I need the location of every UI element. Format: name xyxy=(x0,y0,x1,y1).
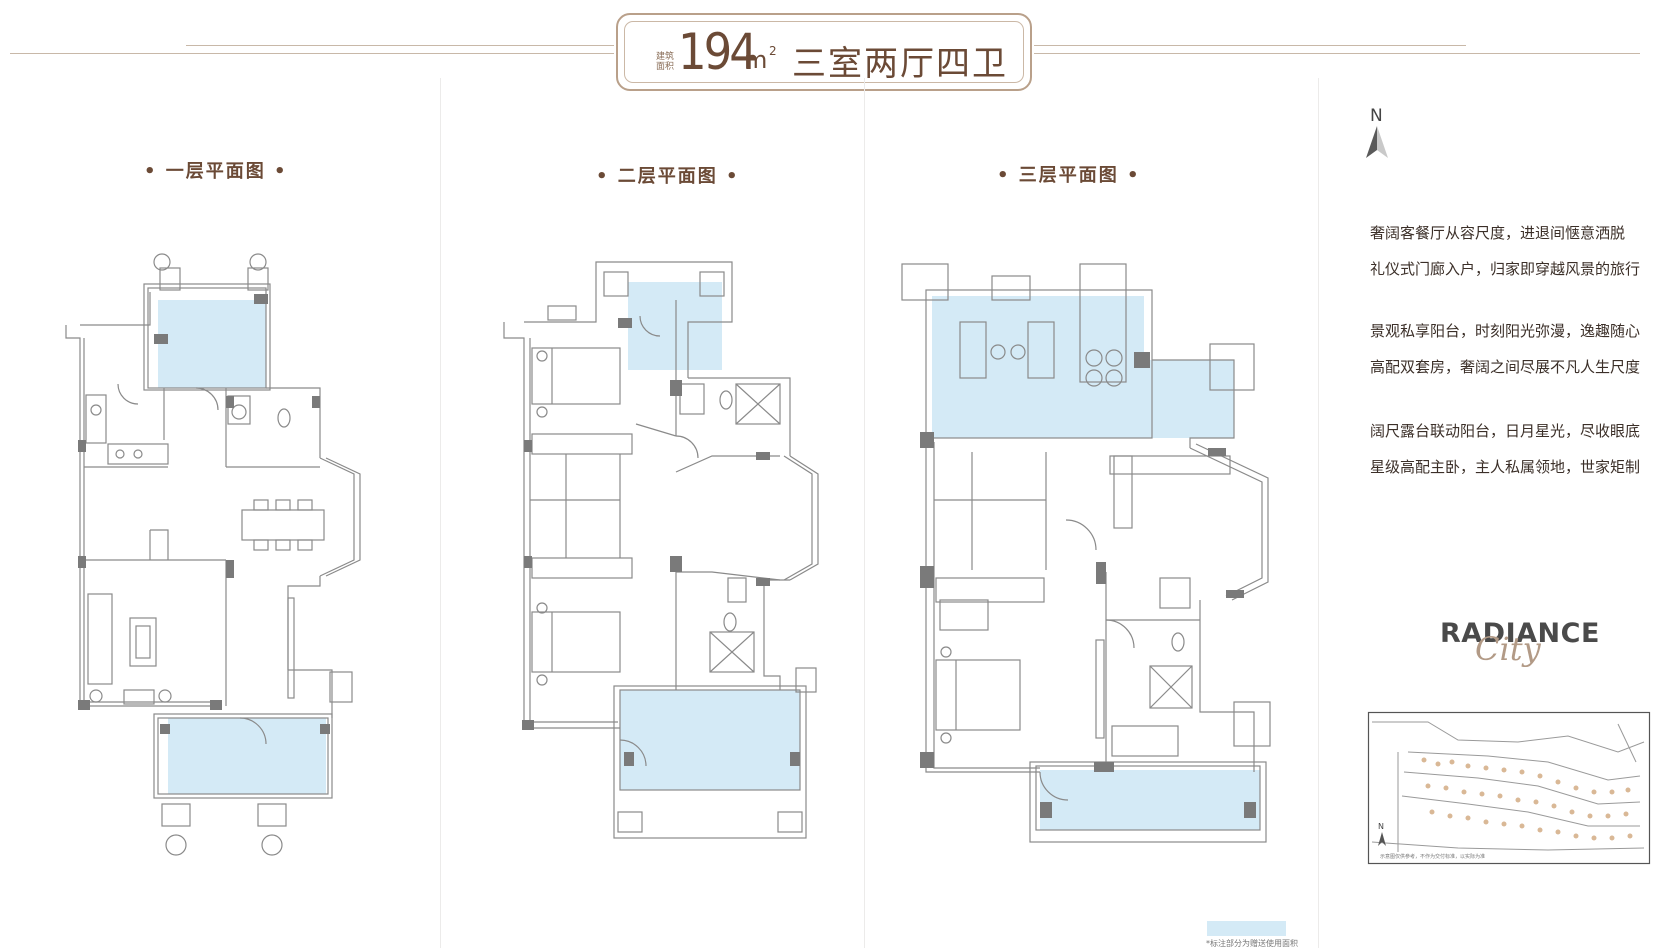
header-line-left-outer xyxy=(10,53,614,54)
floor-2-plan xyxy=(503,261,819,839)
brand-logo-script: City xyxy=(1475,630,1541,668)
desc-line-2: 礼仪式门廊入户，归家即穿越风景的旅行 xyxy=(1370,260,1641,278)
area-value: 194 xyxy=(678,23,758,81)
desc-line-3: 景观私享阳台，时刻阳光弥漫，逸趣随心 xyxy=(1370,322,1641,340)
floor-1-label: • 一层平面图 • xyxy=(144,161,288,182)
area-unit-sup: 2 xyxy=(769,44,777,58)
site-map xyxy=(1367,711,1651,865)
desc-line-6: 星级高配主卧，主人私属领地，世家矩制 xyxy=(1370,458,1641,476)
column-divider-3 xyxy=(1318,78,1319,948)
header-line-right-outer xyxy=(1034,53,1640,54)
balcony-legend-swatch xyxy=(1207,921,1286,936)
header-line-right-inner xyxy=(1034,45,1466,46)
desc-line-5: 阔尺露台联动阳台，日月星光，尽收眼底 xyxy=(1370,422,1641,440)
floor-3-plan xyxy=(901,263,1271,843)
floor-2-label: • 二层平面图 • xyxy=(596,166,740,187)
layout-type: 三室两厅四卫 xyxy=(792,44,1008,84)
desc-line-4: 高配双套房，奢阔之间尽展不凡人生尺度 xyxy=(1370,358,1641,376)
floor-1-plan xyxy=(65,253,361,856)
desc-line-1: 奢阔客餐厅从容尺度，进退间惬意洒脱 xyxy=(1370,224,1626,242)
brand-logo-text: RADIANCE xyxy=(1440,618,1600,649)
balcony-legend-note: *标注部分为赠送使用面积 xyxy=(1206,939,1298,948)
area-caption: 建筑面积 xyxy=(655,52,674,72)
header-line-left-inner xyxy=(186,45,614,46)
area-unit: m xyxy=(744,46,768,74)
site-map-caption: 示意图仅供参考，不作为交付标准，以实际为准 xyxy=(1380,854,1486,860)
compass-label: N xyxy=(1370,106,1383,126)
title-box xyxy=(616,13,1032,91)
column-divider-1 xyxy=(440,78,441,948)
site-map-compass-label: N xyxy=(1378,822,1384,831)
floor-3-label: • 三层平面图 • xyxy=(997,165,1141,186)
column-divider-2 xyxy=(864,78,865,948)
compass-icon xyxy=(1366,126,1388,158)
